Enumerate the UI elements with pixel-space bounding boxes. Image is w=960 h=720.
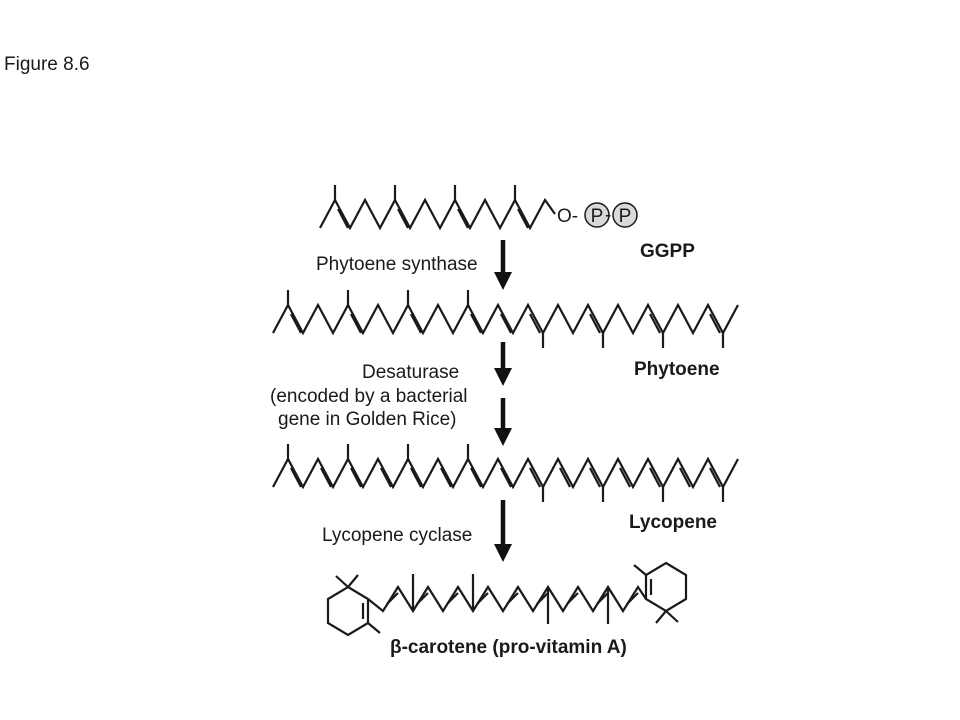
phosphate-link: - [605, 205, 611, 226]
ggpp-double-bond-4 [517, 208, 529, 229]
phytoene-label: Phytoene [634, 359, 720, 380]
beta-carotene-label: β-carotene (pro-vitamin A) [390, 637, 627, 658]
beta-carotene-structure [326, 561, 688, 637]
ggpp-double-bond-2 [397, 208, 409, 229]
phosphate-label-1: P [591, 206, 604, 227]
ggpp-double-bond-1 [337, 208, 349, 229]
ggpp-oxygen: O- [557, 206, 578, 227]
reaction-arrow-3 [494, 398, 512, 446]
phytoene-chain [272, 302, 739, 336]
desaturase-note-line2: gene in Golden Rice) [278, 409, 457, 430]
beta-carotene-chain [367, 584, 647, 614]
enzyme-desaturase: Desaturase [362, 362, 459, 383]
reaction-arrow-4 [494, 500, 512, 562]
reaction-arrow-1 [494, 240, 512, 290]
phosphate-circle-1 [584, 202, 610, 228]
enzyme-lycopene-cyclase: Lycopene cyclase [322, 525, 472, 546]
phosphate-circle-2 [612, 202, 638, 228]
lycopene-structure [272, 444, 739, 502]
ggpp-chain [319, 197, 556, 231]
lycopene-chain [272, 456, 739, 490]
lycopene-label: Lycopene [629, 512, 717, 533]
ggpp-double-bond-3 [457, 208, 469, 229]
phytoene-structure [272, 290, 739, 348]
ggpp-label: GGPP [640, 241, 695, 262]
desaturase-note-line1: (encoded by a bacterial [270, 386, 468, 407]
enzyme-phytoene-synthase: Phytoene synthase [316, 254, 478, 275]
phosphate-label-2: P [619, 206, 632, 227]
figure-title: Figure 8.6 [4, 54, 90, 75]
reaction-arrow-2 [494, 342, 512, 386]
ggpp-structure: O- P - P [319, 185, 638, 231]
